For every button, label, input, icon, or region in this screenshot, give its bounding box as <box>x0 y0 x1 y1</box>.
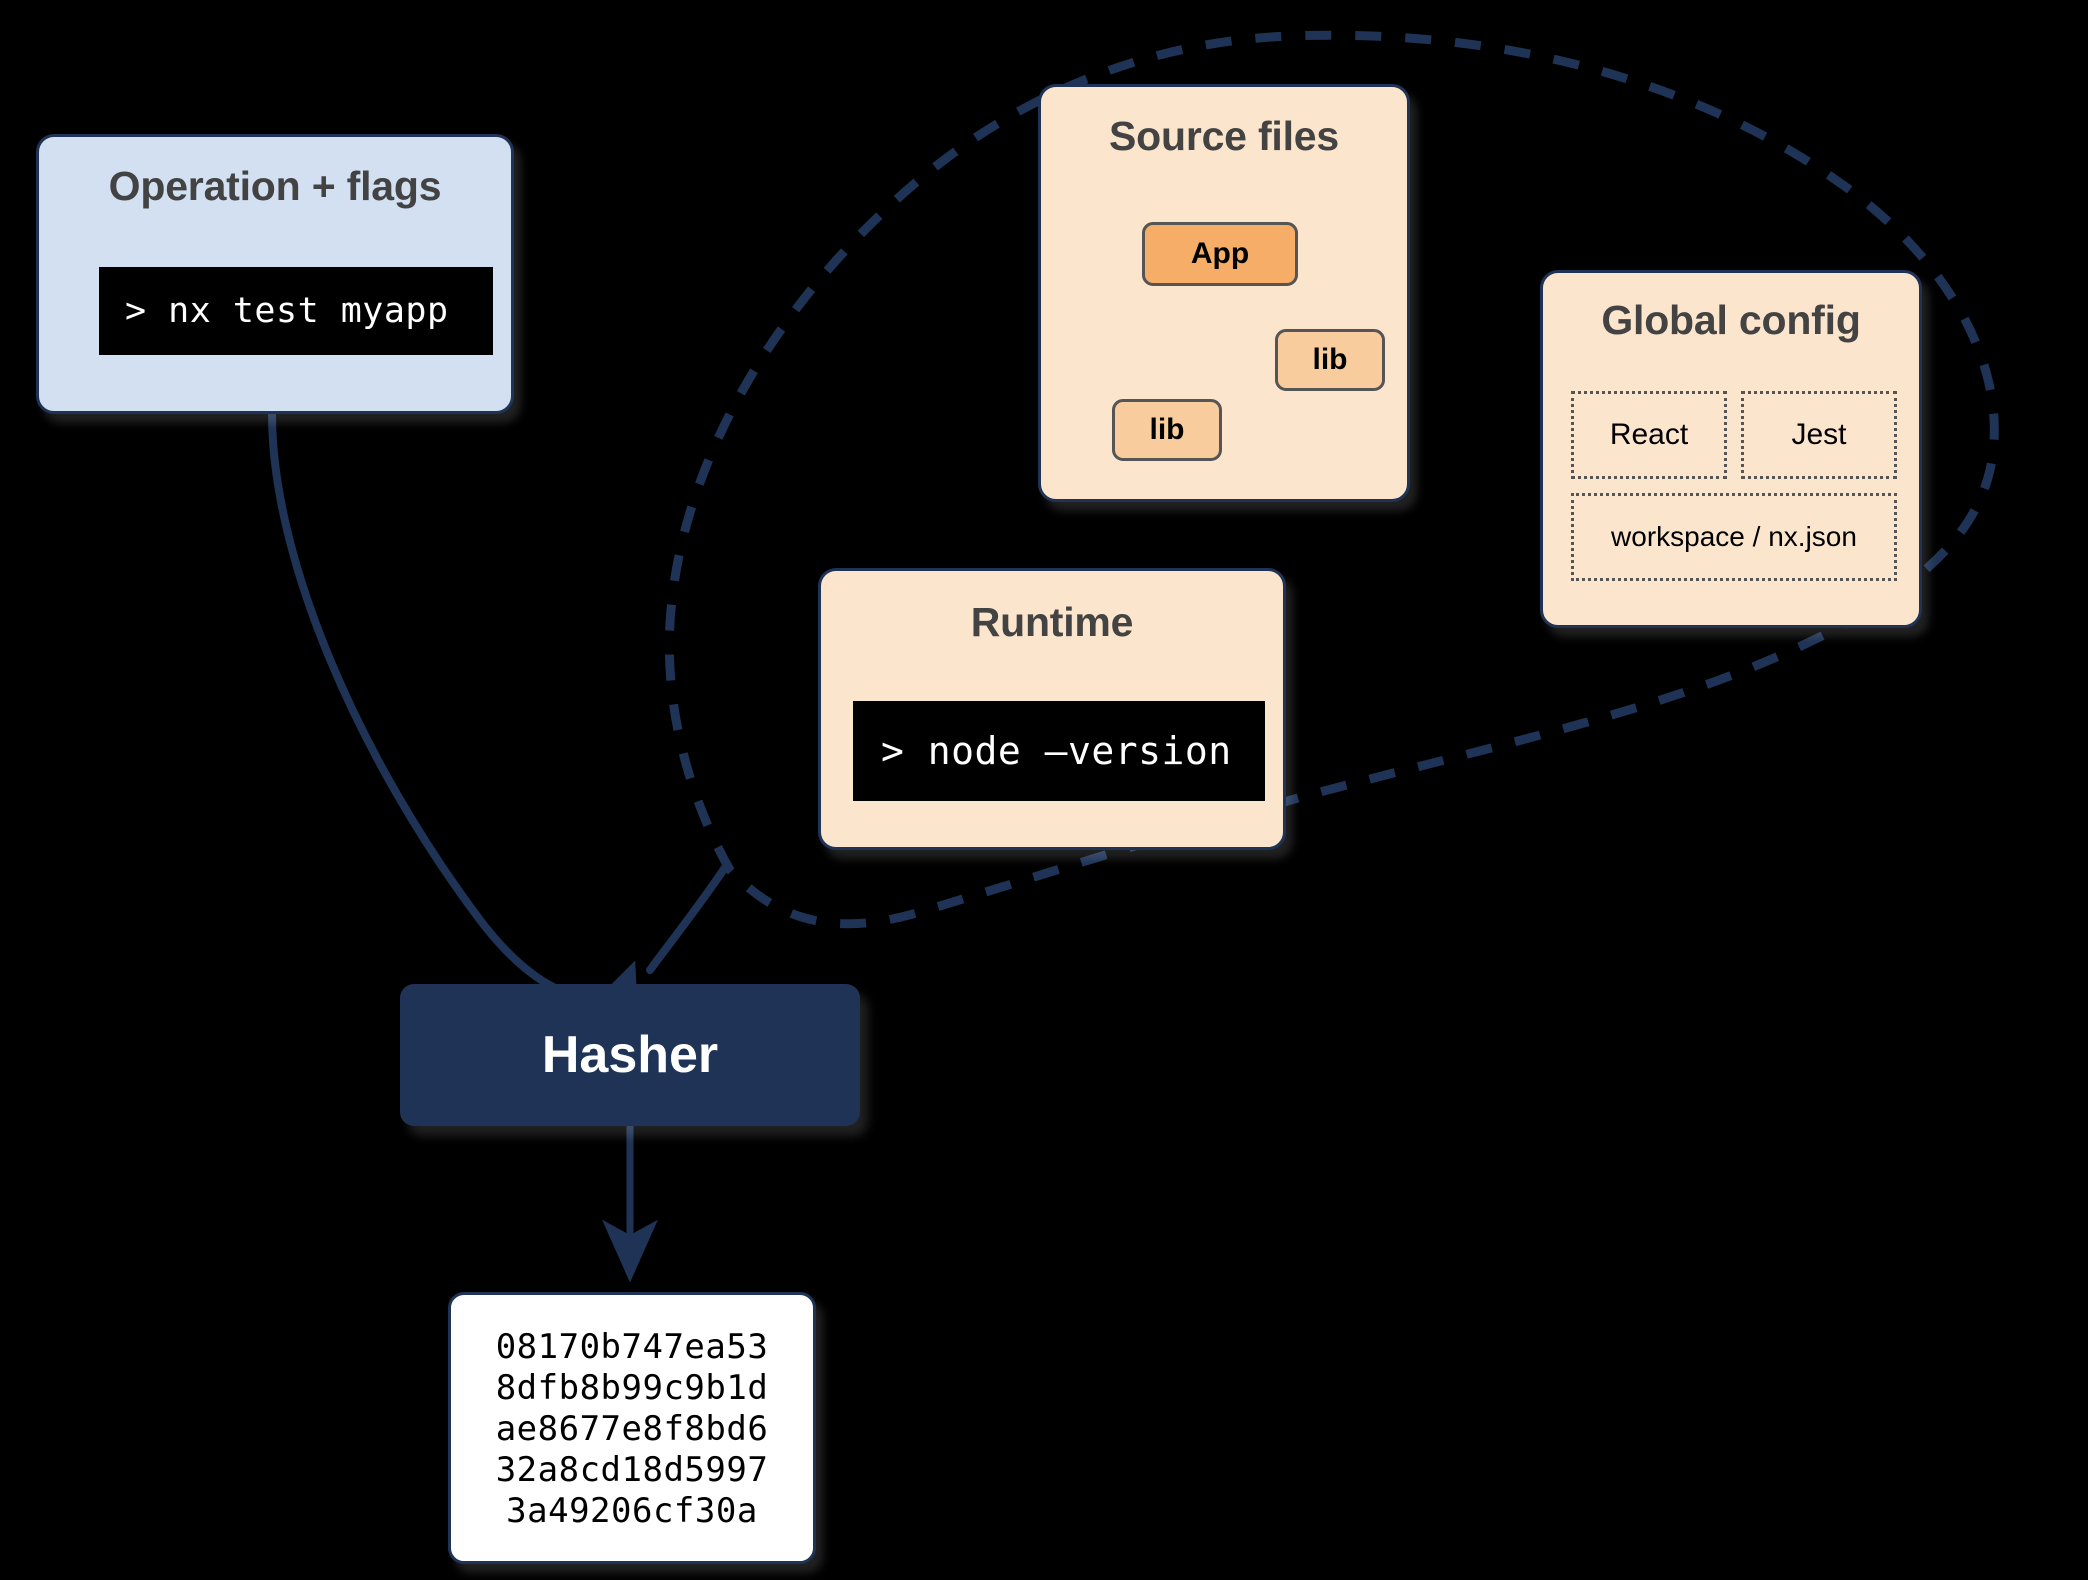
operation-command-text: > nx test myapp <box>125 291 449 331</box>
hash-line: 3a49206cf30a <box>506 1491 758 1531</box>
dependency-node-lib-right-label: lib <box>1312 343 1348 376</box>
edge-cloud-to-hasher <box>646 862 730 974</box>
global-config-title: Global config <box>1601 297 1861 343</box>
global-config-card: Global config React Jest workspace / nx.… <box>1540 270 1922 628</box>
hasher-node: Hasher <box>400 984 860 1126</box>
global-config-cell-jest: Jest <box>1741 391 1897 479</box>
hash-output-card: 08170b747ea53 8dfb8b99c9b1d ae8677e8f8bd… <box>448 1292 816 1564</box>
edge-operation-to-hasher <box>268 410 640 1040</box>
hash-line: ae8677e8f8bd6 <box>495 1409 769 1449</box>
operation-terminal: > nx test myapp <box>99 267 493 355</box>
dependency-node-lib-right: lib <box>1275 329 1385 391</box>
global-config-cell-react: React <box>1571 391 1727 479</box>
hash-line: 8dfb8b99c9b1d <box>495 1368 769 1408</box>
source-files-title: Source files <box>1108 113 1340 159</box>
source-files-card: Source files <box>1038 84 1410 502</box>
hash-line: 08170b747ea53 <box>495 1327 769 1367</box>
runtime-title: Runtime <box>970 599 1134 645</box>
hash-line: 32a8cd18d5997 <box>495 1450 769 1490</box>
dependency-node-lib-left-label: lib <box>1149 413 1185 446</box>
runtime-terminal: > node –version <box>853 701 1265 801</box>
runtime-card: Runtime > node –version <box>818 568 1286 850</box>
hasher-label: Hasher <box>541 1026 719 1084</box>
dependency-node-app: App <box>1142 222 1298 286</box>
global-config-grid: React Jest workspace / nx.json <box>1571 391 1897 581</box>
dependency-node-app-label: App <box>1190 237 1250 270</box>
dependency-node-lib-left: lib <box>1112 399 1222 461</box>
global-config-row-top: React Jest <box>1571 391 1897 479</box>
operation-flags-title: Operation + flags <box>108 163 442 209</box>
global-config-cell-workspace: workspace / nx.json <box>1571 493 1897 581</box>
runtime-command-text: > node –version <box>881 729 1232 773</box>
operation-flags-card: Operation + flags > nx test myapp <box>36 134 514 414</box>
